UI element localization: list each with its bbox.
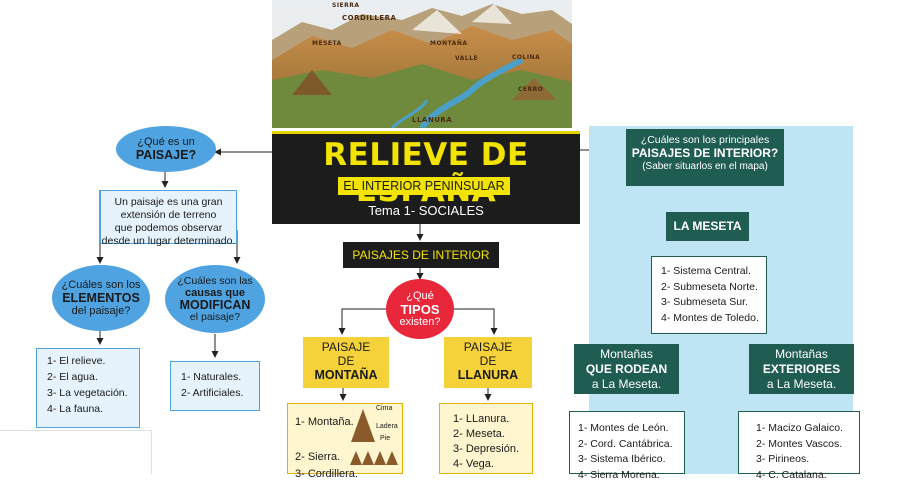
oval-keyword: ELEMENTOS <box>62 292 140 305</box>
list-item: 4- C. Catalana. <box>756 468 859 483</box>
list-item: 1- Montaña. <box>295 416 354 428</box>
list-item: 2- Montes Vascos. <box>756 437 859 453</box>
list-item: 1- Macizo Galaico. <box>756 421 859 437</box>
subtitle-banner: EL INTERIOR PENINSULAR <box>338 177 510 195</box>
box-line: DE <box>444 354 532 368</box>
box-line: LLANURA <box>444 368 532 382</box>
definition-line: desde un lugar determinado. <box>101 235 236 248</box>
list-item: 3- Cordillera. <box>295 468 358 480</box>
box-line: PAISAJES DE INTERIOR? <box>626 147 784 160</box>
list-item: 2- Meseta. <box>453 427 532 442</box>
oval-text: existen? <box>400 316 441 329</box>
list-item: 2- El agua. <box>47 371 139 384</box>
box-line: EXTERIORES <box>749 362 854 377</box>
llanura-list: 1- LLanura. 2- Meseta. 3- Depresión. 4- … <box>439 403 533 474</box>
list-item: 2- Artificiales. <box>181 387 259 400</box>
definition-box: Un paisaje es una gran extensión de terr… <box>100 190 237 244</box>
box-line: PAISAJE <box>303 340 389 354</box>
mountain-icon <box>348 406 378 444</box>
map-label-sierra: SIERRA <box>332 2 360 9</box>
list-item: 2- Sierra. <box>295 451 340 463</box>
list-item: 4- La fauna. <box>47 403 139 416</box>
map-label-cerro: CERRO <box>518 86 543 93</box>
label-ladera: Ladera <box>376 423 398 430</box>
definition-line: que podemos observar <box>101 222 236 235</box>
causas-list: 1- Naturales. 2- Artificiales. <box>170 361 260 411</box>
box-line: Montañas <box>574 347 679 362</box>
oval-causas: ¿Cuáles son las causas que MODIFICAN el … <box>165 265 265 333</box>
box-line: PAISAJE <box>444 340 532 354</box>
box-line: DE <box>303 354 389 368</box>
montanas-exteriores-box: Montañas EXTERIORES a La Meseta. <box>749 344 854 394</box>
list-item: 3- Submeseta Sur. <box>661 295 766 311</box>
list-item: 1- El relieve. <box>47 355 139 368</box>
landscape-illustration: SIERRA CORDILLERA MESETA MONTAÑA VALLE C… <box>272 0 572 128</box>
definition-line: extensión de terreno <box>101 209 236 222</box>
list-item: 1- LLanura. <box>453 412 532 427</box>
box-line: a La Meseta. <box>574 377 679 392</box>
list-item: 3- Pirineos. <box>756 452 859 468</box>
montanas-rodean-box: Montañas QUE RODEAN a La Meseta. <box>574 344 679 394</box>
landscape-map-graphic <box>272 0 572 128</box>
box-line: MONTAÑA <box>303 368 389 382</box>
map-label-meseta: MESETA <box>312 40 342 47</box>
list-item: 4- Montes de Toledo. <box>661 311 766 327</box>
principales-box: ¿Cuáles son los principales PAISAJES DE … <box>626 129 784 186</box>
list-item: 1- Naturales. <box>181 371 259 384</box>
label-cima: Cima <box>376 405 392 412</box>
map-label-llanura: LLANURA <box>412 116 452 124</box>
list-item: 1- Sistema Central. <box>661 264 766 280</box>
meseta-list: 1- Sistema Central. 2- Submeseta Norte. … <box>651 256 767 334</box>
paisaje-llanura-box: PAISAJE DE LLANURA <box>444 337 532 388</box>
list-item: 3- Depresión. <box>453 442 532 457</box>
list-item: 2- Submeseta Norte. <box>661 280 766 296</box>
box-line: Montañas <box>749 347 854 362</box>
box-line: (Saber situarlos en el mapa) <box>626 160 784 173</box>
oval-tipos: ¿Qué TIPOS existen? <box>386 279 454 339</box>
oval-que-es-paisaje: ¿Qué es un PAISAJE? <box>116 126 216 172</box>
label-pie: Pie <box>380 435 390 442</box>
map-label-montana: MONTAÑA <box>430 40 468 47</box>
oval-text: del paisaje? <box>72 305 131 318</box>
list-item: 4- Vega. <box>453 457 532 472</box>
box-line: QUE RODEAN <box>574 362 679 377</box>
paisaje-montana-box: PAISAJE DE MONTAÑA <box>303 337 389 388</box>
title-box: RELIEVE DE ESPAÑA EL INTERIOR PENINSULAR… <box>272 131 580 224</box>
definition-line: Un paisaje es una gran <box>101 196 236 209</box>
list-item: 3- La vegetación. <box>47 387 139 400</box>
page-title: RELIEVE DE ESPAÑA <box>272 137 580 209</box>
box-line: a La Meseta. <box>749 377 854 392</box>
oval-keyword: MODIFICAN <box>180 299 251 311</box>
oval-text: el paisaje? <box>190 311 240 323</box>
oval-keyword: PAISAJE? <box>136 149 196 162</box>
oval-text: ¿Qué <box>406 290 434 303</box>
list-item: 4- Sierra Morena. <box>578 468 684 483</box>
tema-label: Tema 1- SOCIALES <box>272 203 580 218</box>
list-item: 2- Cord. Cantábrica. <box>578 437 684 453</box>
elementos-list: 1- El relieve. 2- El agua. 3- La vegetac… <box>36 348 140 428</box>
list-item: 1- Montes de León. <box>578 421 684 437</box>
oval-text: ¿Cuáles son los <box>62 279 141 292</box>
oval-text: ¿Cuáles son las <box>177 275 252 287</box>
map-label-colina: COLINA <box>512 54 540 61</box>
exteriores-list: 1- Macizo Galaico. 2- Montes Vascos. 3- … <box>738 411 860 474</box>
list-item: 3- Sistema Ibérico. <box>578 452 684 468</box>
map-label-valle: VALLE <box>455 55 478 62</box>
map-label-cordillera: CORDILLERA <box>342 14 396 22</box>
oval-keyword: TIPOS <box>400 303 439 316</box>
blank-corner <box>0 430 152 474</box>
montana-list: 1- Montaña. 2- Sierra. 3- Cordillera. Ci… <box>287 403 403 474</box>
oval-elementos: ¿Cuáles son los ELEMENTOS del paisaje? <box>52 265 150 331</box>
la-meseta-box: LA MESETA <box>666 212 749 241</box>
rodean-list: 1- Montes de León. 2- Cord. Cantábrica. … <box>569 411 685 474</box>
sierra-icon <box>350 448 400 466</box>
paisajes-interior-bar: PAISAJES DE INTERIOR <box>343 242 499 268</box>
